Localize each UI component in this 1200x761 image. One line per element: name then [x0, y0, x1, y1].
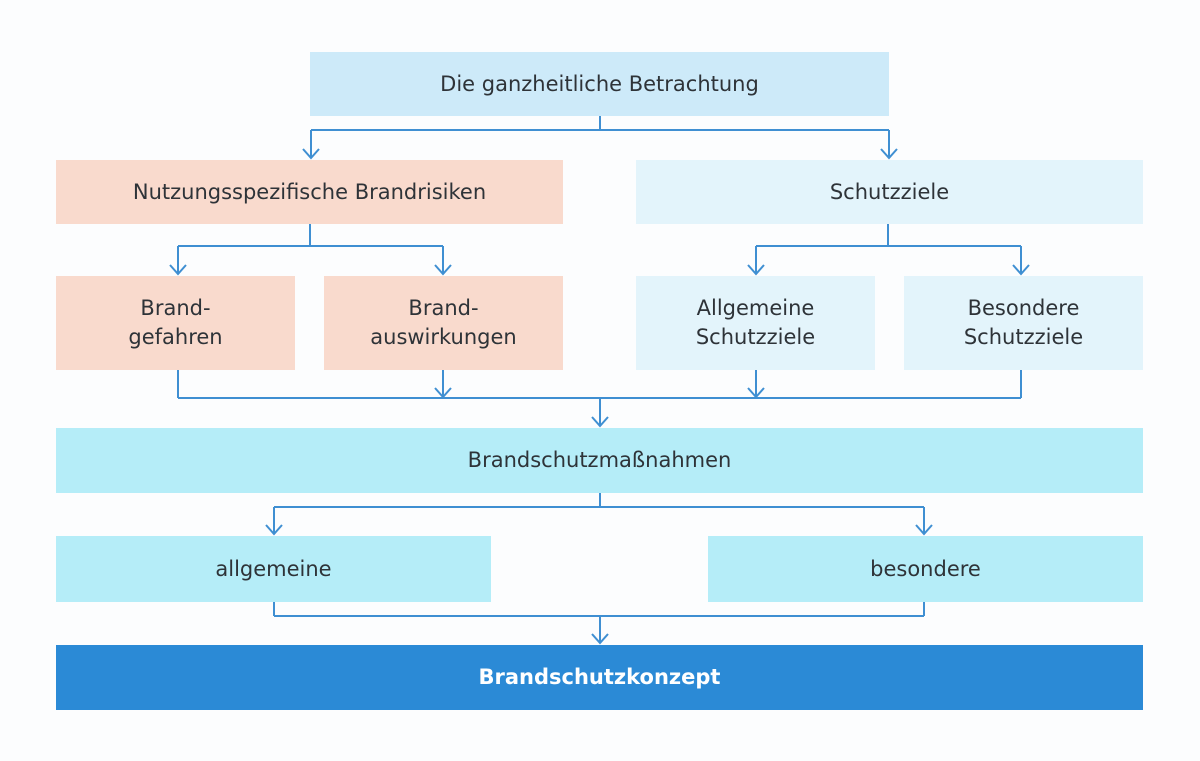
node-brandauswirkungen: Brand- auswirkungen — [324, 276, 563, 370]
node-allgemeine: allgemeine — [56, 536, 491, 602]
node-allgemeine-schutzziele-label: Allgemeine Schutzziele — [695, 296, 816, 349]
node-measures-label: Brandschutzmaßnahmen — [467, 448, 732, 472]
node-top-label: Die ganzheitliche Betrachtung — [440, 71, 759, 96]
node-top: Die ganzheitliche Betrachtung — [310, 52, 889, 116]
node-risks: Nutzungsspezifische Brandrisiken — [56, 160, 563, 224]
node-brandauswirkungen-label: Brand- auswirkungen — [370, 296, 517, 349]
node-besondere-schutzziele-label: Besondere Schutzziele — [963, 296, 1084, 349]
node-brandgefahren-label: Brand- gefahren — [128, 296, 223, 349]
node-goals: Schutzziele — [636, 160, 1143, 224]
node-goals-label: Schutzziele — [829, 179, 950, 204]
node-measures: Brandschutzmaßnahmen — [56, 428, 1143, 493]
node-besondere: besondere — [708, 536, 1143, 602]
node-final-label: Brandschutzkonzept — [478, 665, 721, 689]
node-allgemeine-label: allgemeine — [215, 556, 332, 581]
node-brandgefahren: Brand- gefahren — [56, 276, 295, 370]
node-final: Brandschutzkonzept — [56, 645, 1143, 710]
node-besondere-schutzziele: Besondere Schutzziele — [904, 276, 1143, 370]
node-allgemeine-schutzziele: Allgemeine Schutzziele — [636, 276, 875, 370]
node-besondere-label: besondere — [870, 556, 981, 581]
node-risks-label: Nutzungsspezifische Brandrisiken — [132, 179, 487, 204]
